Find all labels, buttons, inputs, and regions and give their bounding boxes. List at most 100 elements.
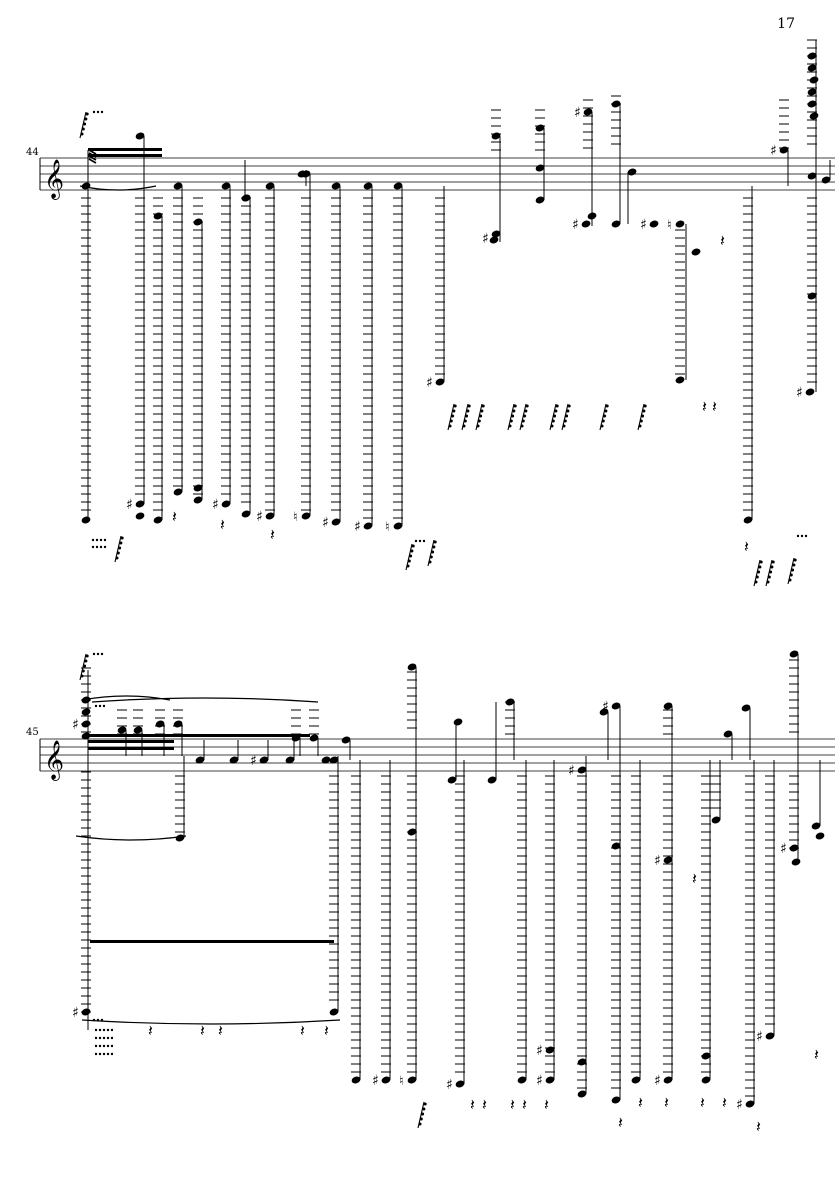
rest-icon: 𝄽 <box>618 1113 623 1132</box>
dot <box>422 539 426 543</box>
notehead <box>195 756 205 764</box>
grace-head <box>115 556 119 560</box>
sharp-icon: ♯ <box>574 105 581 121</box>
grace-head <box>771 560 775 564</box>
rest-icon: 𝄽 <box>300 1021 305 1040</box>
notehead <box>221 500 231 508</box>
notehead <box>809 76 819 84</box>
grace-head <box>449 419 453 423</box>
notehead <box>701 1076 711 1084</box>
sharp-icon: ♯ <box>602 699 609 715</box>
notehead <box>453 718 463 726</box>
sharp-icon: ♯ <box>654 1073 661 1089</box>
notehead <box>153 516 163 524</box>
grace-head <box>467 404 471 408</box>
treble-clef-icon: 𝄞 <box>44 159 64 200</box>
notehead <box>535 196 545 204</box>
rest-icon: 𝄽 <box>744 537 749 556</box>
dot <box>100 652 104 656</box>
beam <box>88 148 162 151</box>
notehead <box>821 176 831 184</box>
grace-head <box>422 1107 426 1111</box>
notehead <box>789 844 799 852</box>
grace-head <box>555 404 559 408</box>
dot <box>94 1028 98 1032</box>
grace-head <box>550 424 554 428</box>
notehead <box>611 220 621 228</box>
notehead <box>435 378 445 386</box>
dot <box>92 110 96 114</box>
grace-head <box>770 565 774 569</box>
notehead <box>649 220 659 228</box>
dot <box>98 1044 102 1048</box>
dot <box>103 545 107 549</box>
beam <box>88 154 162 157</box>
dot <box>102 1052 106 1056</box>
grace-head <box>84 117 88 121</box>
dot <box>102 704 106 708</box>
sharp-icon: ♯ <box>572 217 579 233</box>
grace-head <box>523 414 527 418</box>
grace-head <box>83 664 87 668</box>
dot <box>96 652 100 656</box>
grace-head <box>511 414 515 418</box>
notehead <box>577 1090 587 1098</box>
notehead <box>309 734 319 742</box>
rest-icon: 𝄽 <box>522 1095 527 1114</box>
system-2-staff: 𝄞♯♯♯𝄽𝄽𝄽𝄽𝄽♯♮♯♯♯♯𝄽𝄽𝄽𝄽𝄽𝄽𝄽𝄽𝄽𝄽𝄽𝄽𝄽♯♯♯♯♯♯ <box>39 650 835 1136</box>
grace-head <box>466 409 470 413</box>
grace-head <box>767 575 771 579</box>
notehead <box>259 756 269 764</box>
grace-head <box>119 541 123 545</box>
sharp-icon: ♯ <box>212 497 219 513</box>
grace-head <box>463 419 467 423</box>
grace-head <box>600 424 604 428</box>
grace-head <box>465 414 469 418</box>
dot <box>94 1036 98 1040</box>
dot <box>95 545 99 549</box>
notehead <box>241 194 251 202</box>
notehead <box>711 816 721 824</box>
rest-icon: 𝄽 <box>510 1095 515 1114</box>
grace-head <box>601 419 605 423</box>
notehead <box>265 182 275 190</box>
notehead <box>577 766 587 774</box>
notehead <box>577 1058 587 1066</box>
notehead <box>173 182 183 190</box>
grace-head <box>481 404 485 408</box>
notehead <box>407 1076 417 1084</box>
sharp-icon: ♯ <box>482 231 489 247</box>
sharp-icon: ♯ <box>256 509 263 525</box>
dot <box>110 1036 114 1040</box>
rest-icon: 𝄽 <box>220 515 225 534</box>
notehead <box>581 220 591 228</box>
grace-head <box>642 409 646 413</box>
notehead <box>599 708 609 716</box>
rest-icon: 𝄽 <box>722 1093 727 1112</box>
notehead <box>331 182 341 190</box>
grace-head <box>769 570 773 574</box>
notehead <box>363 182 373 190</box>
dot <box>95 538 99 542</box>
rest-icon: 𝄽 <box>712 397 717 416</box>
dot <box>98 1052 102 1056</box>
notehead <box>447 776 457 784</box>
sharp-icon: ♯ <box>322 515 329 531</box>
rest-icon: 𝄽 <box>148 1021 153 1040</box>
notehead <box>285 756 295 764</box>
notehead <box>675 376 685 384</box>
grace-head <box>452 409 456 413</box>
notehead <box>297 170 307 178</box>
dot <box>94 704 98 708</box>
slur <box>79 185 157 191</box>
notehead <box>393 182 403 190</box>
grace-head <box>525 404 529 408</box>
sharp-icon: ♯ <box>770 143 777 159</box>
notehead <box>807 52 817 60</box>
grace-head <box>791 568 795 572</box>
notehead <box>807 100 817 108</box>
sharp-icon: ♯ <box>568 763 575 779</box>
sharp-icon: ♯ <box>756 1029 763 1045</box>
grace-head <box>80 674 84 678</box>
notehead <box>81 696 91 704</box>
